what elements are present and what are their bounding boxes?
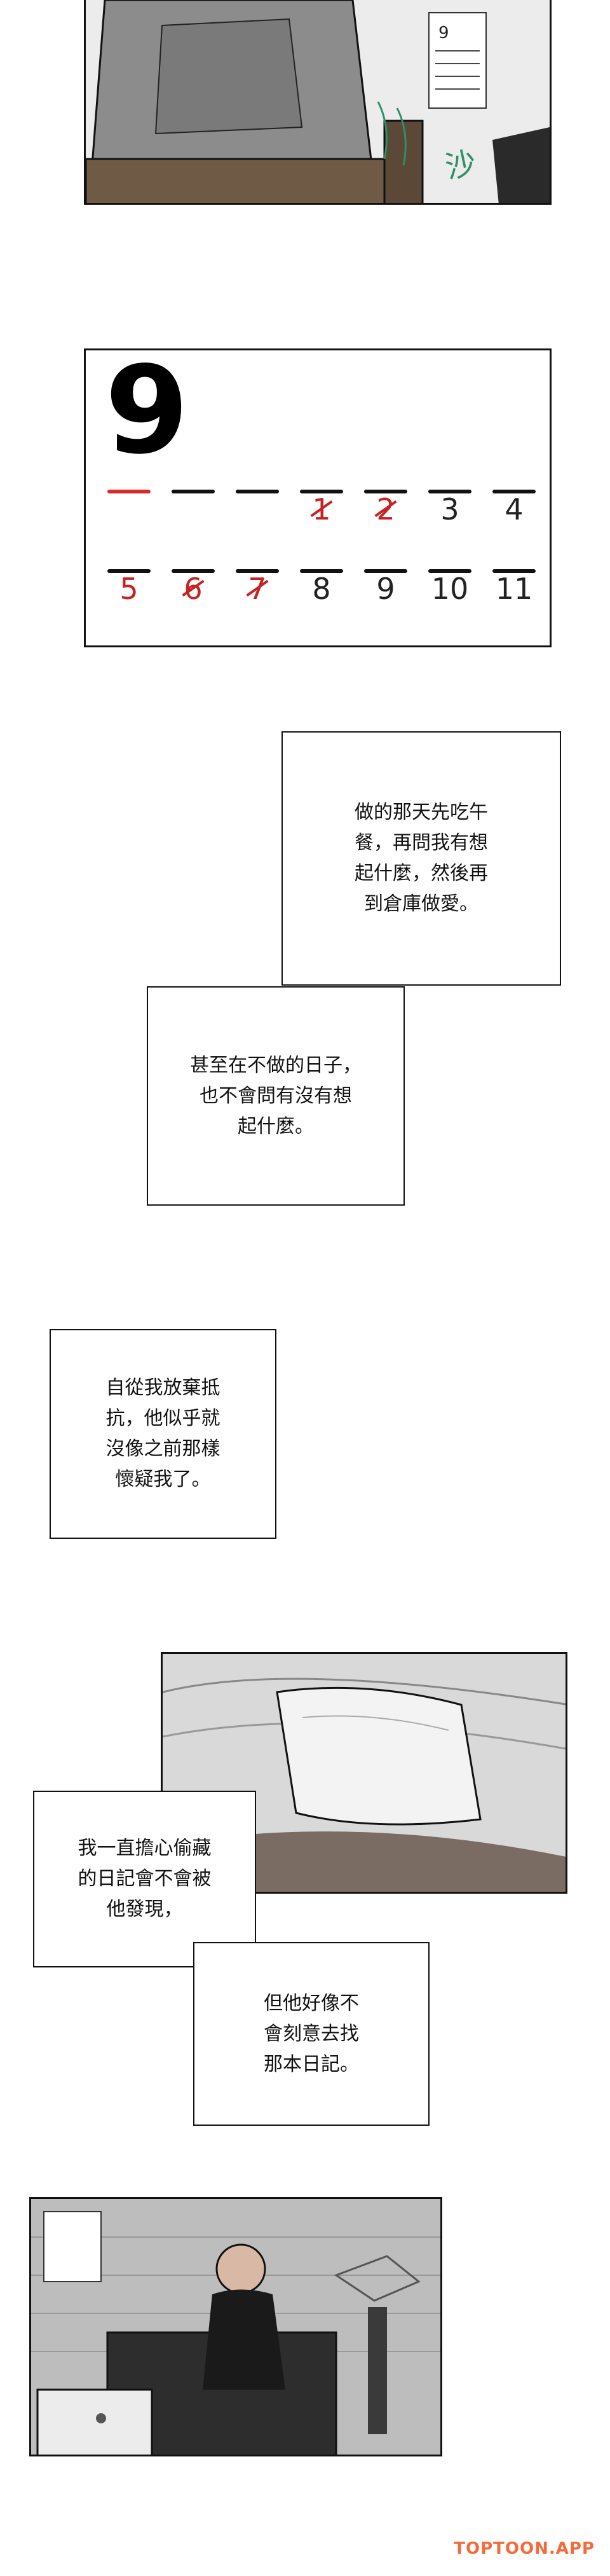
narration-text-2: 甚至在不做的日子， 也不會問有沒有想 起什麼。 bbox=[190, 1054, 362, 1138]
narration-box-3: 自從我放棄抵 抗，他似乎就 沒像之前那樣 懷疑我了。 bbox=[50, 1329, 276, 1539]
calendar-day-marked: 7 bbox=[231, 567, 284, 611]
calendar-day: 11 bbox=[487, 567, 541, 611]
narration-box-1: 做的那天先吃午 餐，再問我有想 起什麼，然後再 到倉庫做愛。 bbox=[281, 731, 561, 986]
calendar-day: 10 bbox=[423, 567, 477, 611]
panel-man-sitting bbox=[29, 2197, 442, 2456]
calendar-day-marked: 6 bbox=[166, 567, 220, 611]
calendar-row-2: 5 6 7 8 9 10 11 bbox=[102, 567, 541, 611]
narration-box-2: 甚至在不做的日子， 也不會問有沒有想 起什麼。 bbox=[147, 986, 405, 1206]
calendar-day-marked: 5 bbox=[102, 567, 156, 611]
calendar-month: 9 bbox=[105, 348, 189, 481]
man-sitting-illustration bbox=[31, 2199, 440, 2455]
narration-text-1: 做的那天先吃午 餐，再問我有想 起什麼，然後再 到倉庫做愛。 bbox=[355, 801, 488, 915]
narration-box-5: 但他好像不 會刻意去找 那本日記。 bbox=[193, 1942, 430, 2126]
narration-text-3: 自從我放棄抵 抗，他似乎就 沒像之前那樣 懷疑我了。 bbox=[105, 1377, 220, 1491]
svg-text:9: 9 bbox=[438, 24, 449, 43]
calendar-day bbox=[102, 487, 156, 532]
calendar-day: 8 bbox=[295, 567, 348, 611]
calendar-day-marked: 2 bbox=[359, 487, 412, 532]
calendar-day: 9 bbox=[359, 567, 412, 611]
calendar-day: 4 bbox=[487, 487, 541, 532]
narration-text-4: 我一直擔心偷藏 的日記會不會被 他發現， bbox=[78, 1837, 212, 1920]
office-scene-illustration: 9 bbox=[86, 0, 550, 203]
panel-calendar: 9 1 2 3 4 5 6 7 8 9 10 11 bbox=[84, 348, 552, 647]
calendar-day: 3 bbox=[423, 487, 477, 532]
watermark: TOPTOON.APP bbox=[454, 2539, 595, 2558]
calendar-day bbox=[166, 487, 220, 532]
panel-office-scene: 9 沙 bbox=[84, 0, 552, 205]
narration-text-5: 但他好像不 會刻意去找 那本日記。 bbox=[264, 1992, 359, 2076]
calendar-day-marked: 1 bbox=[295, 487, 348, 532]
panel-bed-pillow bbox=[161, 1652, 567, 1894]
calendar-row-1: 1 2 3 4 bbox=[102, 487, 541, 532]
calendar-day bbox=[231, 487, 284, 532]
narration-box-4: 我一直擔心偷藏 的日記會不會被 他發現， bbox=[33, 1791, 256, 1967]
